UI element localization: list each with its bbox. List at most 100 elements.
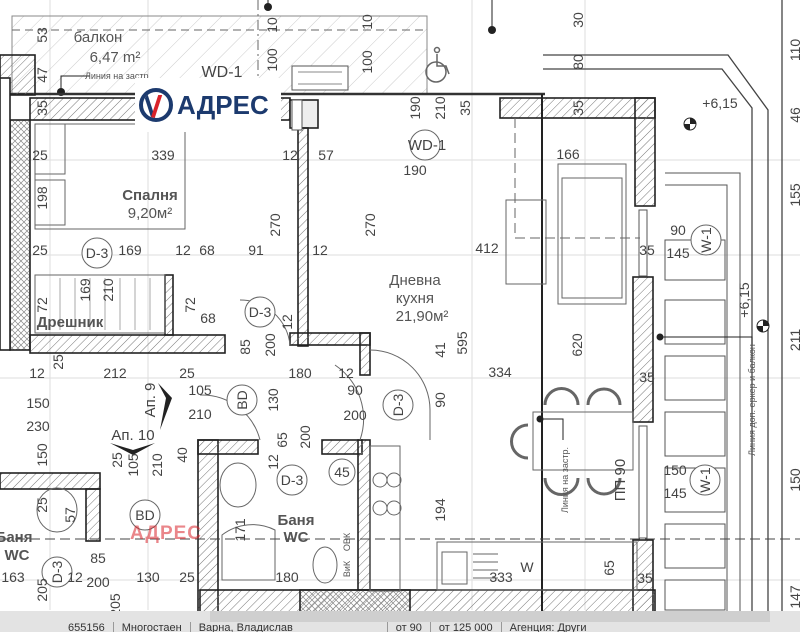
dimension-label: 190 [403, 162, 427, 178]
balcony-name: балкон [74, 29, 123, 46]
dimension-label: 150 [787, 468, 800, 492]
dimension-label: 47 [34, 67, 50, 83]
tag-pp90: ПП 90 [612, 459, 629, 501]
dimension-label: 12 [67, 569, 83, 585]
brand-logo: АДРЕС [135, 78, 281, 132]
bedroom-name: Спалня [122, 187, 178, 204]
dimension-label: 130 [136, 569, 160, 585]
bedroom-area: 9,20м² [128, 205, 173, 222]
dimension-label: 10 [264, 17, 280, 33]
dimension-label: 145 [666, 245, 690, 261]
dimension-label: 35 [34, 100, 50, 116]
furniture [34, 118, 640, 592]
living-name2: кухня [396, 290, 434, 307]
dimension-label: 210 [149, 453, 165, 477]
dimension-label: 105 [188, 382, 212, 398]
construction-line-label: Линия на застр. [560, 447, 570, 513]
dimension-label: 210 [100, 278, 116, 302]
dimension-label: 65 [274, 432, 290, 448]
dimension-label: 110 [787, 39, 800, 62]
dimension-label: 72 [182, 297, 198, 313]
dimension-label: 105 [125, 453, 141, 477]
tag-circles [41, 129, 722, 588]
dimension-label: 595 [454, 331, 470, 355]
vik-label: ВиК [342, 560, 352, 577]
level-label: +6,15 [736, 282, 752, 318]
logo-mark-icon [139, 88, 173, 122]
dimension-label: 10 [359, 14, 375, 30]
dimension-label: 150 [26, 395, 50, 411]
dimension-label: 412 [475, 240, 499, 256]
dimension-label: 12 [282, 147, 298, 163]
kitchen-counter [369, 445, 401, 592]
apartment-10-arrow-icon [110, 443, 155, 455]
dimension-label: 12 [338, 365, 354, 381]
listing-type: Многостаен [112, 622, 190, 632]
dimension-label: 200 [262, 333, 278, 357]
dimension-label: 57 [62, 507, 78, 523]
listing-agency: Агенция: Други [500, 622, 595, 632]
dimension-label: 65 [601, 560, 617, 576]
dimension-label: 210 [432, 96, 448, 120]
level-marker-icon [683, 117, 697, 131]
dimension-label: 25 [34, 497, 50, 513]
dimension-label: 40 [174, 447, 190, 463]
dimension-label: 46 [787, 107, 800, 123]
dimension-label: 210 [188, 406, 212, 422]
dimension-label: 211 [787, 329, 800, 352]
tag-wd1: WD-1 [408, 137, 446, 154]
apartment-10-label: Ап. 10 [111, 427, 154, 444]
dimension-labels-vertical: 53 47 35 10 100 10 100 190 210 35 30 80 … [34, 12, 800, 617]
sink [219, 462, 257, 508]
apartment-9-arrow-icon [158, 383, 172, 430]
dimension-label: 334 [488, 364, 512, 380]
sofa [557, 163, 627, 305]
dimension-label: 25 [50, 354, 66, 370]
dimension-label: 150 [34, 443, 50, 467]
tag-d3: D-3 [390, 394, 406, 417]
dimension-label: 205 [107, 593, 123, 617]
dimension-label: 35 [457, 100, 473, 116]
dimension-label: 190 [407, 96, 423, 120]
dimension-label: 200 [86, 574, 110, 590]
logo-text: АДРЕС [177, 89, 269, 120]
toilet [312, 546, 338, 584]
dimension-label: 90 [347, 382, 363, 398]
dimension-label: 145 [663, 485, 687, 501]
dimension-label: 91 [248, 242, 264, 258]
dimension-label: 270 [362, 213, 378, 237]
apartment-9-label: Ап. 9 [142, 383, 159, 418]
tag-bd: BD [234, 390, 250, 409]
dimension-label: 166 [556, 146, 580, 162]
listing-location: Варна, Владислав [189, 622, 387, 632]
listing-area: от 90 [386, 622, 430, 632]
listing-info-bar: 655156 Многостаен Варна, Владислав от 90… [0, 611, 800, 632]
tag-w1: W-1 [697, 467, 713, 493]
wardrobe [34, 274, 166, 334]
listing-price: от 125 000 [429, 622, 501, 632]
dimension-label: 198 [34, 186, 50, 210]
tv-unit [505, 199, 547, 285]
dimension-label: 230 [26, 418, 50, 434]
walls [0, 54, 656, 613]
dimension-label: 68 [200, 310, 216, 326]
dimension-label: 12 [29, 365, 45, 381]
dimension-label: 130 [265, 388, 281, 412]
closet-name: Дрешник [37, 314, 104, 331]
ac-unit [291, 65, 349, 91]
dimension-label: 180 [275, 569, 299, 585]
dimension-label: 25 [179, 569, 195, 585]
dining-table [532, 411, 634, 471]
listing-id: 655156 [68, 622, 105, 632]
dimension-label: 155 [787, 183, 800, 207]
dimension-label: 25 [32, 242, 48, 258]
dimension-label: 333 [489, 569, 513, 585]
dimension-label: 194 [432, 498, 448, 522]
dimension-label: 35 [637, 570, 653, 586]
bath-right-name2: WC [284, 529, 309, 546]
dimension-label: 205 [34, 578, 50, 602]
dimension-label: 80 [570, 54, 586, 70]
windows [291, 99, 648, 539]
dimension-label: 163 [1, 569, 25, 585]
